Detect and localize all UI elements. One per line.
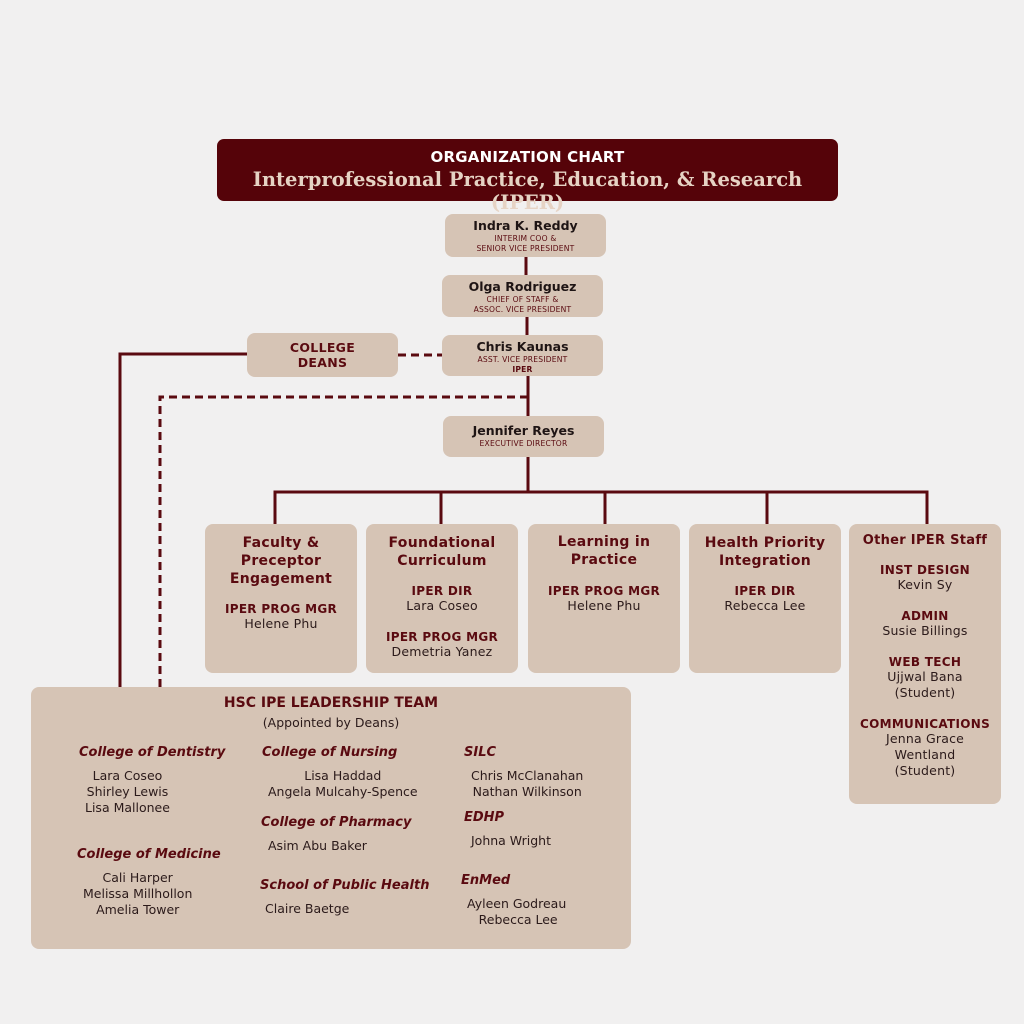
- staff-name: Lara Coseo: [406, 598, 478, 613]
- dashed-iper-leadership: [158, 395, 528, 688]
- staff-role: WEB TECH: [888, 655, 962, 669]
- member-name: Shirley Lewis: [86, 784, 169, 799]
- staff-name: Jenna Grace: [885, 731, 965, 746]
- member-name: Lisa Mallonee: [85, 800, 170, 815]
- staff-role: ADMIN: [901, 609, 949, 623]
- staff-name: Rebecca Lee: [724, 598, 806, 613]
- deans-label: COLLEGE: [289, 340, 356, 355]
- exec-box-reddy: Indra K. Reddy INTERIM COO & SENIOR VICE…: [445, 214, 606, 257]
- group-title: EnMed: [461, 873, 511, 888]
- exec-box-rodriguez: Olga Rodriguez CHIEF OF STAFF & ASSOC. V…: [442, 275, 603, 317]
- exec-name: Chris Kaunas: [476, 339, 569, 354]
- header-subtitle: Interprofessional Practice, Education, &…: [252, 168, 803, 214]
- member-name: Lisa Haddad: [304, 768, 382, 783]
- group-members: Johna Wright: [471, 833, 551, 849]
- exec-box-kaunas: Chris Kaunas ASST. VICE PRESIDENT IPER: [442, 335, 603, 376]
- leadership-subtitle: (Appointed by Deans): [262, 715, 400, 730]
- exec-box-reyes: Jennifer Reyes EXECUTIVE DIRECTOR: [443, 416, 604, 457]
- staff-role: COMMUNICATIONS: [859, 717, 991, 731]
- dept-title: Practice: [570, 552, 638, 568]
- dept-title: Curriculum: [397, 553, 487, 569]
- dept-title: Foundational: [388, 535, 496, 551]
- header-title: ORGANIZATION CHART: [430, 148, 625, 166]
- group-members: Lara Coseo Shirley Lewis Lisa Mallonee: [85, 768, 170, 816]
- dept-title: Integration: [718, 553, 812, 569]
- staff-role: IPER PROG MGR: [385, 630, 499, 644]
- exec-name: Olga Rodriguez: [468, 279, 577, 294]
- member-name: Amelia Tower: [96, 902, 180, 917]
- dept-title: Learning in: [557, 534, 651, 550]
- group-title: SILC: [464, 745, 497, 760]
- staff-name: Ujjwal Bana: [887, 669, 963, 684]
- dept-title: Engagement: [229, 571, 333, 587]
- dept-other-staff: Other IPER Staff INST DESIGN Kevin Sy AD…: [849, 524, 1001, 804]
- staff-name: (Student): [894, 685, 956, 700]
- exec-title: CHIEF OF STAFF &: [486, 295, 559, 304]
- deans-label: DEANS: [297, 355, 348, 370]
- staff-role: IPER DIR: [411, 584, 473, 598]
- group-title: College of Medicine: [77, 847, 221, 862]
- staff-name: (Student): [894, 763, 956, 778]
- member-name: Claire Baetge: [265, 901, 350, 916]
- dept-foundational-curriculum: Foundational Curriculum IPER DIR Lara Co…: [366, 524, 518, 673]
- exec-title: INTERIM COO &: [494, 234, 557, 243]
- group-title: College of Nursing: [262, 745, 398, 760]
- dept-health-priority: Health Priority Integration IPER DIR Reb…: [689, 524, 841, 673]
- exec-title: ASSOC. VICE PRESIDENT: [473, 304, 572, 314]
- exec-name: Indra K. Reddy: [473, 218, 578, 233]
- staff-name: Susie Billings: [882, 623, 968, 638]
- exec-title: SENIOR VICE PRESIDENT: [476, 243, 575, 253]
- staff-role: IPER DIR: [734, 584, 796, 598]
- member-name: Asim Abu Baker: [268, 838, 367, 853]
- staff-role: IPER PROG MGR: [224, 602, 338, 616]
- group-members: Asim Abu Baker: [268, 838, 367, 854]
- member-name: Ayleen Godreau: [467, 896, 567, 911]
- dept-learning-practice: Learning in Practice IPER PROG MGR Helen…: [528, 524, 680, 673]
- exec-title: EXECUTIVE DIRECTOR: [479, 439, 568, 448]
- dept-title: Faculty & Preceptor: [240, 535, 322, 569]
- college-deans-box: COLLEGE DEANS: [247, 333, 398, 377]
- staff-name: Demetria Yanez: [391, 644, 493, 659]
- member-name: Johna Wright: [471, 833, 551, 848]
- member-name: Melissa Millhollon: [83, 886, 193, 901]
- group-members: Chris McClanahan Nathan Wilkinson: [471, 768, 583, 800]
- staff-role: IPER PROG MGR: [547, 584, 661, 598]
- staff-name: Wentland: [894, 747, 956, 762]
- member-name: Lara Coseo: [92, 768, 163, 783]
- dept-faculty-preceptor: Faculty & Preceptor Engagement IPER PROG…: [205, 524, 357, 673]
- exec-unit: IPER: [512, 364, 533, 374]
- member-name: Rebecca Lee: [478, 912, 558, 927]
- member-name: Cali Harper: [102, 870, 173, 885]
- leadership-title: HSC IPE LEADERSHIP TEAM: [223, 695, 439, 711]
- staff-name: Kevin Sy: [897, 577, 953, 592]
- dept-title: Other IPER Staff: [862, 533, 988, 548]
- line-deans-leadership: [118, 352, 248, 688]
- group-title: College of Pharmacy: [261, 815, 412, 830]
- staff-name: Helene Phu: [244, 616, 318, 631]
- staff-role: INST DESIGN: [880, 563, 970, 577]
- group-members: Lisa Haddad Angela Mulcahy-Spence: [268, 768, 418, 800]
- group-title: School of Public Health: [260, 878, 430, 893]
- member-name: Nathan Wilkinson: [472, 784, 582, 799]
- exec-name: Jennifer Reyes: [472, 423, 575, 438]
- line-department-bus: [273, 490, 929, 525]
- member-name: Angela Mulcahy-Spence: [268, 784, 418, 799]
- dept-title: Health Priority: [704, 535, 826, 551]
- exec-title: ASST. VICE PRESIDENT: [477, 355, 568, 364]
- group-members: Claire Baetge: [265, 901, 349, 917]
- group-members: Ayleen Godreau Rebecca Lee: [467, 896, 566, 928]
- leadership-team-box: HSC IPE LEADERSHIP TEAM (Appointed by De…: [31, 687, 631, 949]
- chart-header: ORGANIZATION CHART Interprofessional Pra…: [217, 139, 838, 214]
- member-name: Chris McClanahan: [471, 768, 584, 783]
- staff-name: Helene Phu: [567, 598, 641, 613]
- group-members: Cali Harper Melissa Millhollon Amelia To…: [83, 870, 192, 918]
- group-title: EDHP: [464, 810, 505, 825]
- group-title: College of Dentistry: [79, 745, 226, 760]
